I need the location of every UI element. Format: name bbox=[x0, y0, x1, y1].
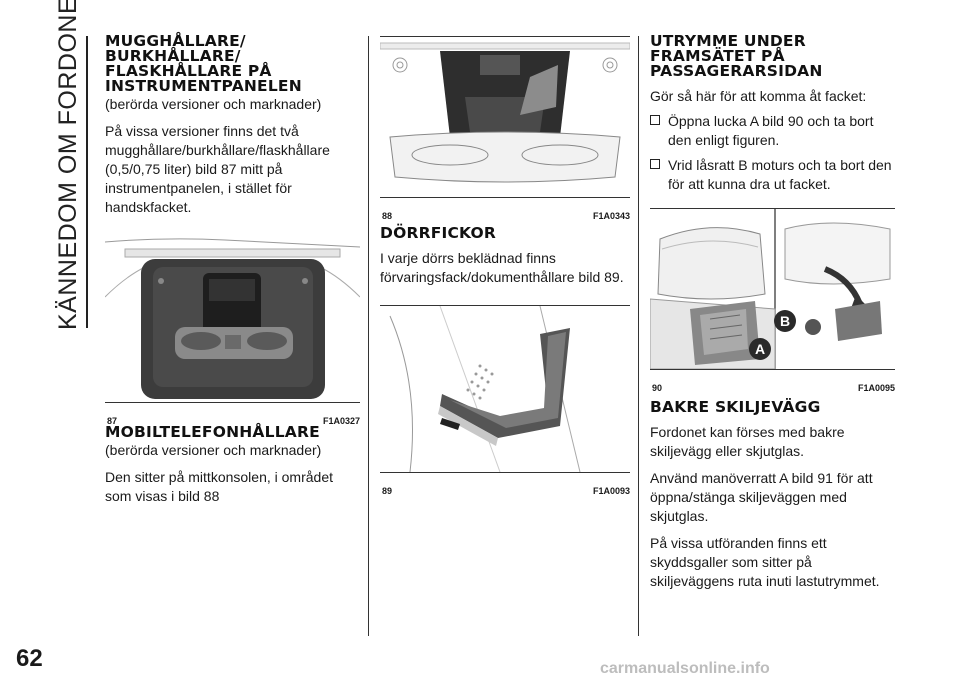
paragraph-phone-holder: Den sitter på mittkonsolen, i området so… bbox=[105, 469, 333, 504]
heading-cupholder: MUGGHÅLLARE/ BURKHÅLLARE/ FLASKHÅLLARE P… bbox=[105, 32, 302, 95]
cupholder-illustration bbox=[105, 238, 360, 399]
page-number: 62 bbox=[16, 645, 43, 672]
figure-code: F1A0343 bbox=[592, 211, 630, 221]
figure-code: F1A0093 bbox=[592, 486, 630, 496]
figure-89: 89 F1A0093 bbox=[380, 305, 630, 496]
column-divider bbox=[638, 36, 639, 636]
column-3: UTRYMME UNDER FRAMSÄTET PÅ PASSAGERARSID… bbox=[650, 32, 895, 591]
figure-88: 88 F1A0343 bbox=[380, 36, 630, 221]
column-divider bbox=[368, 36, 369, 636]
chapter-title-text: KÄNNEDOM OM FORDONET bbox=[54, 0, 82, 330]
heading-door-pockets: DÖRRFICKOR bbox=[380, 224, 497, 242]
paragraph-intro: Gör så här för att komma åt facket: bbox=[650, 88, 867, 104]
chapter-title: KÄNNEDOM OM FORDONET bbox=[30, 0, 82, 330]
heading-phone-holder: MOBILTELEFONHÅLLARE bbox=[105, 423, 320, 441]
callout-label-a: A bbox=[755, 341, 765, 357]
heading-rear-partition: BAKRE SKILJEVÄGG bbox=[650, 398, 821, 416]
checkbox-bullet-icon bbox=[650, 159, 660, 169]
phone-holder-illustration bbox=[380, 42, 630, 183]
paragraph-cupholder: På vissa versioner finns det två mugghål… bbox=[105, 123, 330, 215]
under-seat-compartment-illustration: B A bbox=[650, 209, 891, 369]
subheading-versions: (berörda versioner och marknader) bbox=[105, 442, 322, 458]
figure-87: 87 F1A0327 bbox=[105, 237, 360, 426]
figure-90: B A 90 F1A0095 bbox=[650, 208, 895, 393]
subheading-versions: (berörda versioner och marknader) bbox=[105, 96, 322, 112]
chapter-rule bbox=[86, 36, 88, 328]
figure-code: F1A0327 bbox=[322, 416, 360, 426]
door-pocket-illustration bbox=[389, 306, 581, 472]
figure-number: 88 bbox=[382, 211, 393, 221]
figure-number: 89 bbox=[382, 486, 393, 496]
bullet-item: Vrid låsratt B moturs och ta bort den fö… bbox=[650, 156, 895, 194]
paragraph-partition-1: Fordonet kan förses med bakre skiljevägg… bbox=[650, 424, 845, 459]
column-1: MUGGHÅLLARE/ BURKHÅLLARE/ FLASKHÅLLARE P… bbox=[105, 32, 360, 506]
figure-number: 87 bbox=[107, 416, 118, 426]
column-2: 88 F1A0343 DÖRRFICKOR I varje dörrs bekl… bbox=[380, 36, 630, 496]
figure-code: F1A0095 bbox=[857, 383, 895, 393]
heading-under-seat: UTRYMME UNDER FRAMSÄTET PÅ PASSAGERARSID… bbox=[650, 32, 823, 80]
checkbox-bullet-icon bbox=[650, 115, 660, 125]
bullet-text: Vrid låsratt B moturs och ta bort den fö… bbox=[668, 157, 892, 192]
paragraph-partition-2: Använd manöverratt A bild 91 för att öpp… bbox=[650, 470, 873, 524]
paragraph-partition-3: På vissa utföranden finns ett skyddsgall… bbox=[650, 535, 880, 589]
paragraph-door-pockets: I varje dörrs beklädnad finns förvarings… bbox=[380, 250, 624, 285]
watermark: carmanualsonline.info bbox=[600, 660, 770, 677]
figure-number: 90 bbox=[652, 383, 663, 393]
bullet-text: Öppna lucka A bild 90 och ta bort den en… bbox=[668, 113, 874, 148]
callout-label-b: B bbox=[780, 313, 790, 329]
bullet-item: Öppna lucka A bild 90 och ta bort den en… bbox=[650, 112, 895, 150]
